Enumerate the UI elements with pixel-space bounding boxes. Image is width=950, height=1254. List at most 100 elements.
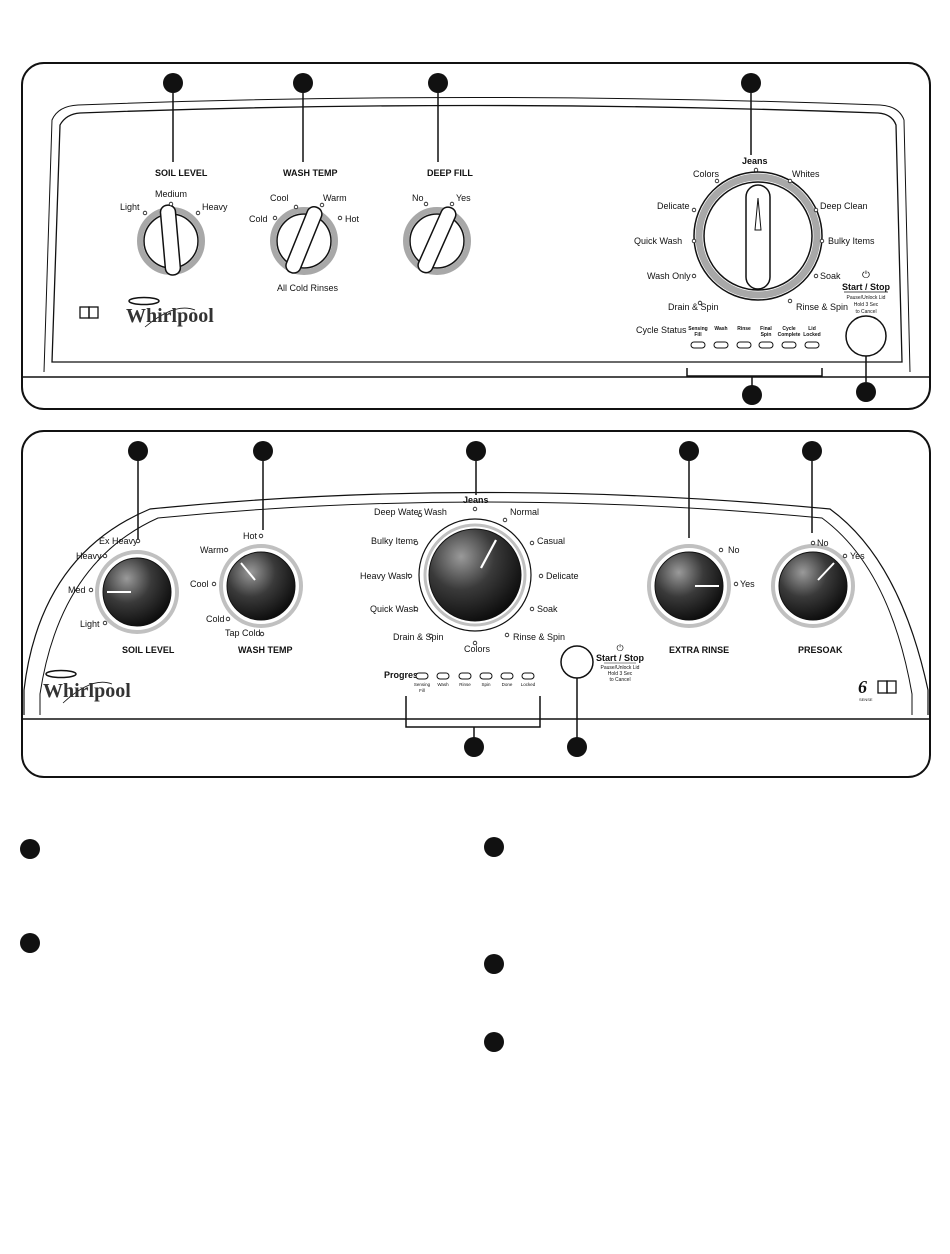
p2-extra-rinse-knob[interactable] xyxy=(647,441,731,628)
legend-marker xyxy=(20,839,40,859)
dial-position-dot xyxy=(504,632,510,638)
callout-marker xyxy=(253,441,273,461)
p2-progress-label-4: Done xyxy=(502,682,513,687)
p2-cycle-r3: Soak xyxy=(537,604,558,614)
power-icon: ⏻ xyxy=(616,643,623,654)
p1-status-light-5 xyxy=(804,341,820,349)
p1-status-sub-4: Complete xyxy=(778,332,801,338)
p1-fill-title: DEEP FILL xyxy=(427,168,473,178)
p2-temp-knob[interactable] xyxy=(219,441,303,628)
dial-position-dot xyxy=(195,210,201,216)
p1-status-label-5: Lid xyxy=(808,326,816,332)
p2-cycle-l2: Heavy Wash xyxy=(360,571,411,581)
p2-start-l1: Pause/Unlock Lid xyxy=(601,665,640,671)
p1-temp-title: WASH TEMP xyxy=(283,168,338,178)
callout-marker xyxy=(741,73,761,93)
dial-position-dot xyxy=(168,201,174,207)
p2-cycle-bottom: Colors xyxy=(464,644,491,654)
dial-position-dot xyxy=(714,178,720,184)
dial-position-dot xyxy=(88,587,94,593)
dial-position-dot xyxy=(102,620,108,626)
p1-temp-cool: Cool xyxy=(270,193,289,203)
p1-cycle-top: Jeans xyxy=(742,156,768,166)
p2-progress-label-0: Sensing xyxy=(414,682,431,687)
p1-cycle-knob[interactable] xyxy=(693,73,823,301)
p1-start-stop-button[interactable] xyxy=(845,315,887,402)
p2-start-stop-button[interactable] xyxy=(560,645,594,757)
p2-cycle-r4: Rinse & Spin xyxy=(513,632,565,642)
p1-status-light-2 xyxy=(736,341,752,349)
p2-presoak-title: PRESOAK xyxy=(798,645,843,655)
legend-marker xyxy=(484,837,504,857)
dial-position-dot xyxy=(538,573,544,579)
dial-position-dot xyxy=(753,167,759,173)
p1-cycle-r0: Whites xyxy=(792,169,820,179)
svg-text:Whirlpool: Whirlpool xyxy=(43,680,131,702)
p1-fill-knob[interactable] xyxy=(403,73,471,275)
sixth-sense-icon: 6 SENSE xyxy=(858,677,873,702)
p1-temp-warm: Warm xyxy=(323,193,347,203)
callout-marker xyxy=(742,385,762,405)
p2-progress-light-3 xyxy=(479,672,493,680)
dial-position-dot xyxy=(787,298,793,304)
dial-position-dot xyxy=(211,581,217,587)
dial-position-dot xyxy=(813,207,819,213)
dial-position-dot xyxy=(258,533,264,539)
callout-marker xyxy=(293,73,313,93)
p2-progress-light-0 xyxy=(415,672,429,680)
p2-start-l3: to Cancel xyxy=(609,677,630,683)
p1-fill-no: No xyxy=(412,193,424,203)
p1-soil-knob[interactable] xyxy=(137,73,205,276)
p1-status-light-3 xyxy=(758,341,774,349)
dial-position-dot xyxy=(842,553,848,559)
p1-soil-light: Light xyxy=(120,202,140,212)
dial-position-dot xyxy=(319,202,325,208)
p2-cycle-r0: Normal xyxy=(510,507,539,517)
p1-status-label: Cycle Status xyxy=(636,325,687,335)
callout-marker xyxy=(163,73,183,93)
p2-rinse-yes: Yes xyxy=(740,579,755,589)
p2-progress-bracket xyxy=(405,696,541,757)
p2-progress-sub-0: Fill xyxy=(419,688,425,693)
dial-position-dot xyxy=(697,300,703,306)
p2-cycle-r2: Delicate xyxy=(546,571,579,581)
p1-status-label-0: Sensing xyxy=(688,326,707,332)
dial-position-dot xyxy=(691,207,697,213)
p1-soil-heavy: Heavy xyxy=(202,202,228,212)
legend-markers xyxy=(20,837,504,1052)
dial-position-dot xyxy=(691,238,697,244)
dial-position-dot xyxy=(272,215,278,221)
p2-soil-knob[interactable] xyxy=(95,441,179,634)
p1-fill-yes: Yes xyxy=(456,193,471,203)
p1-temp-knob[interactable] xyxy=(270,73,338,275)
p2-rinse-title: EXTRA RINSE xyxy=(669,645,729,655)
dial-position-dot xyxy=(413,540,419,546)
p1-cycle-l0: Colors xyxy=(693,169,720,179)
p2-presoak-yes: Yes xyxy=(850,551,865,561)
p2-presoak-knob[interactable] xyxy=(771,441,855,628)
whirlpool-logo: Whirlpool xyxy=(126,296,214,328)
p2-temp-tapcold: Tap Cold xyxy=(225,628,261,638)
dial-position-dot xyxy=(502,517,508,523)
p2-temp-warm: Warm xyxy=(200,545,224,555)
p2-temp-title: WASH TEMP xyxy=(238,645,293,655)
p2-cycle-l0: Deep Water Wash xyxy=(374,507,447,517)
p1-status-sub-3: Spin xyxy=(761,332,772,338)
p2-cycle-knob[interactable] xyxy=(418,441,532,632)
p1-cycle-l1: Delicate xyxy=(657,201,690,211)
p1-cycle-r1: Deep Clean xyxy=(820,201,868,211)
p2-soil-light: Light xyxy=(80,619,100,629)
p2-start-l2: Hold 3 Sec xyxy=(608,671,633,677)
p2-rinse-no: No xyxy=(728,545,740,555)
dial-position-dot xyxy=(529,606,535,612)
p2-start-title: Start / Stop xyxy=(596,653,645,663)
callout-marker xyxy=(466,441,486,461)
p1-temp-cold: Cold xyxy=(249,214,268,224)
p2-soil-heavy: Heavy xyxy=(76,551,102,561)
dial-position-dot xyxy=(718,547,724,553)
dial-position-dot xyxy=(259,631,265,637)
p1-status-light-1 xyxy=(713,341,729,349)
p2-soil-title: SOIL LEVEL xyxy=(122,645,175,655)
p1-temp-hot: Hot xyxy=(345,214,360,224)
